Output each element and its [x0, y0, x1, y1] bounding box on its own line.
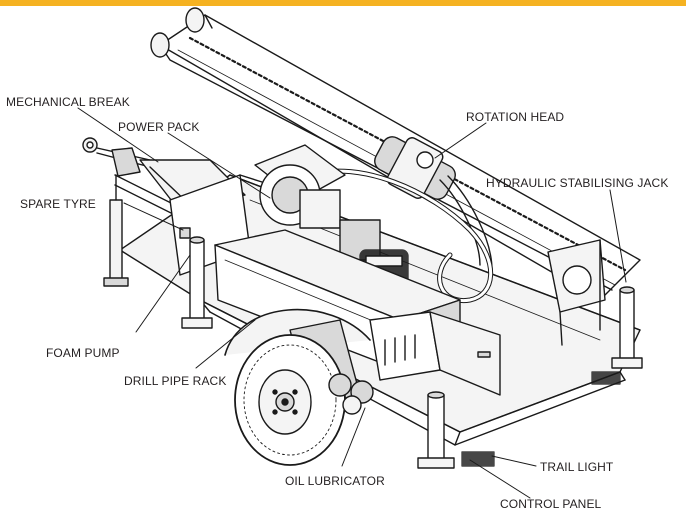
label-spare-tyre: SPARE TYRE [20, 197, 96, 211]
label-foam-pump: FOAM PUMP [46, 346, 120, 360]
hydraulic-hose [307, 168, 494, 303]
label-rotation-head: ROTATION HEAD [466, 110, 565, 124]
oil-lubricator [328, 373, 374, 415]
label-drill-pipe-rack: DRILL PIPE RACK [124, 374, 227, 388]
trail-light [461, 371, 621, 467]
label-oil-lubricator: OIL LUBRICATOR [285, 474, 385, 488]
leader-lines [77, 107, 627, 499]
front-right-jack [417, 391, 455, 469]
label-control-panel: CONTROL PANEL [500, 497, 602, 511]
trailer-wheel [224, 308, 371, 466]
power-pack [254, 144, 409, 285]
rear-left-jack [611, 286, 643, 369]
control-panel-box [369, 311, 501, 396]
label-trail-light: TRAIL LIGHT [540, 460, 614, 474]
label-power-pack: POWER PACK [118, 120, 200, 134]
front-left-jack [181, 236, 213, 329]
label-mechanical-break: MECHANICAL BREAK [6, 95, 130, 109]
label-hydraulic-stabilising-jack: HYDRAULIC STABILISING JACK [486, 176, 669, 190]
accent-bar [0, 0, 686, 6]
